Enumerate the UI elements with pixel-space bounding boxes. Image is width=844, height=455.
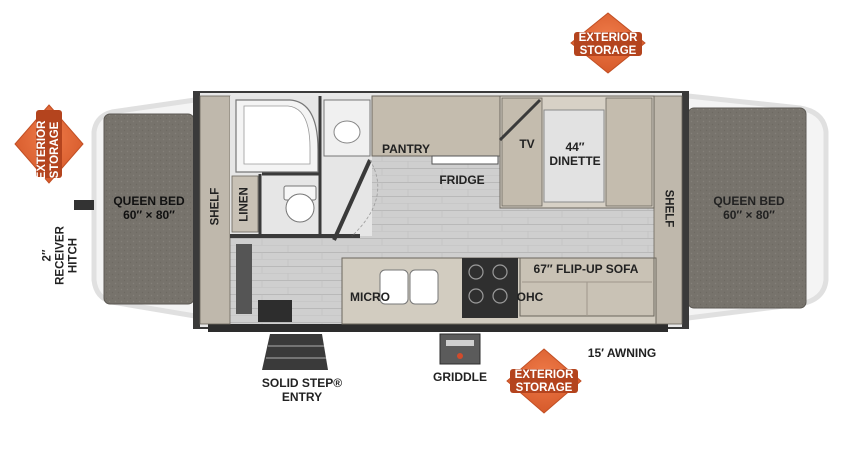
griddle-label: GRIDDLE <box>433 370 487 384</box>
exterior-storage-badge-top: EXTERIOR STORAGE <box>570 12 646 74</box>
badge-shape <box>506 348 582 414</box>
galley <box>341 257 657 325</box>
linen-label: LINEN <box>238 187 251 222</box>
queen-bed-right-label: QUEEN BED 60″ × 80″ <box>704 194 794 222</box>
tv-label: TV <box>519 137 535 151</box>
badge-shape <box>14 104 84 184</box>
left-shelf <box>199 95 231 325</box>
badge-text-left: EXTERIOR STORAGE <box>36 112 62 188</box>
queen-bed-left-label: QUEEN BED 60″ × 80″ <box>104 194 194 222</box>
dinette-size: 44″ <box>565 140 585 154</box>
badge-top-line2: STORAGE <box>579 45 637 57</box>
queen-bed-right-size: 60″ × 80″ <box>723 208 775 222</box>
badge-shape <box>570 12 646 74</box>
hitch-label-line3: HITCH <box>67 237 80 274</box>
ohc-label: OHC <box>516 290 544 304</box>
exterior-storage-badge-left: EXTERIOR STORAGE <box>14 104 84 184</box>
badge-text-bottom: EXTERIOR STORAGE <box>506 369 582 395</box>
entry-door <box>236 244 328 370</box>
sofa-label: 67″ FLIP-UP SOFA <box>533 262 639 276</box>
queen-bed-left-text: QUEEN BED <box>113 194 185 208</box>
badge-bottom-line1: EXTERIOR <box>514 369 574 381</box>
linen-cabinet <box>231 175 259 233</box>
dinette-label: 44″ DINETTE <box>542 140 608 168</box>
dinette-text: DINETTE <box>549 154 601 168</box>
entry-label-line2: ENTRY <box>281 390 323 404</box>
fridge-label: FRIDGE <box>439 173 485 187</box>
shelf-right-label: SHELF <box>662 189 675 228</box>
right-bed-tent <box>687 93 829 321</box>
pantry-label: PANTRY <box>382 142 430 156</box>
queen-bed-left-size: 60″ × 80″ <box>123 208 175 222</box>
entry-label-line1: SOLID STEP® <box>261 376 343 390</box>
badge-left-line2: STORAGE <box>49 121 61 179</box>
hitch-label: 2″ RECEIVER HITCH <box>42 211 81 301</box>
bathroom <box>230 96 379 241</box>
badge-top-line1: EXTERIOR <box>578 32 638 44</box>
hitch-label-line2: RECEIVER <box>54 226 67 285</box>
shelf-left-label: SHELF <box>209 187 222 226</box>
micro-label: MICRO <box>350 290 390 304</box>
pantry <box>371 95 501 157</box>
exterior-storage-badge-bottom: EXTERIOR STORAGE <box>506 348 582 414</box>
badge-left-line1: EXTERIOR <box>36 120 48 180</box>
queen-bed-right-text: QUEEN BED <box>713 194 785 208</box>
griddle <box>439 333 481 365</box>
badge-text-top: EXTERIOR STORAGE <box>570 32 646 58</box>
dinette <box>498 95 655 209</box>
awning-label: 15′ AWNING <box>587 346 657 360</box>
hitch <box>74 200 94 210</box>
badge-bottom-line2: STORAGE <box>515 382 573 394</box>
entry-label: SOLID STEP® ENTRY <box>254 376 350 404</box>
right-shelf <box>653 95 683 325</box>
left-bed-tent <box>91 97 196 319</box>
fridge <box>431 155 499 165</box>
hitch-label-line1: 2″ <box>41 249 54 262</box>
